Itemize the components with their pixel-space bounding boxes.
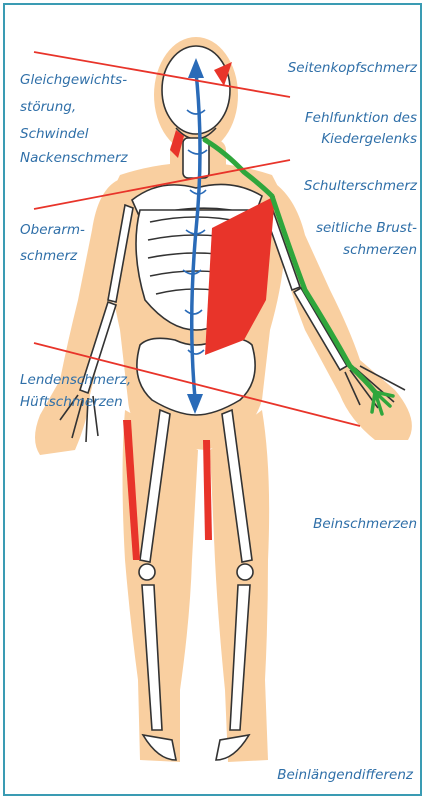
label-leg-length-difference: Beinlängendifferenz [277,765,413,786]
label-jaw-dysfunction-1: Fehlfunktion des [305,108,417,129]
label-temple-headache: Seitenkopfschmerz [288,58,417,79]
label-lumbar-pain: Lendenschmerz, [20,370,131,391]
label-side-chest-pain-1: seitliche Brust- [316,218,417,239]
label-balance-disorder-2: störung, [20,97,76,118]
label-side-chest-pain-2: schmerzen [343,240,417,261]
label-neck-pain: Nackenschmerz [20,148,128,169]
label-shoulder-pain: Schulterschmerz [304,176,417,197]
label-jaw-dysfunction-2: Kiedergelenks [321,129,417,150]
label-hip-pain: Hüftschmerzen [20,392,123,413]
label-leg-pain: Beinschmerzen [313,514,417,535]
label-balance-disorder-1: Gleichgewichts- [20,70,127,91]
label-upper-arm-pain-1: Oberarm- [20,220,85,241]
label-dizziness: Schwindel [20,124,89,145]
label-upper-arm-pain-2: schmerz [20,246,77,267]
